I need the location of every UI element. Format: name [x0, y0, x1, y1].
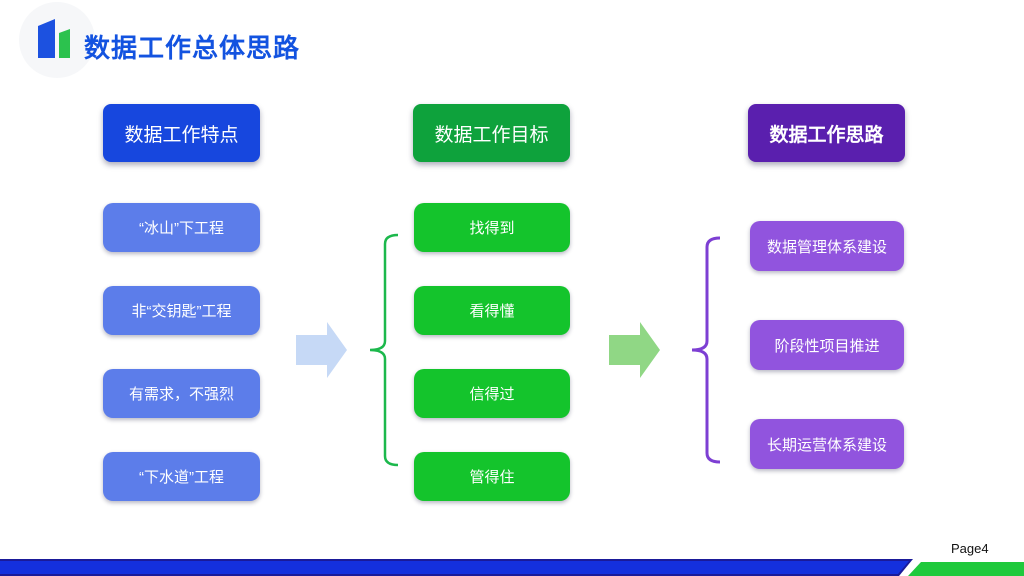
logo-halo	[19, 2, 95, 78]
column-header-approach: 数据工作思路	[748, 104, 905, 162]
approach-item-3: 长期运营体系建设	[750, 419, 904, 469]
approach-item-2: 阶段性项目推进	[750, 320, 904, 370]
feature-item-3: 有需求，不强烈	[103, 369, 260, 418]
feature-item-2: 非“交钥匙”工程	[103, 286, 260, 335]
footer-bar-blue	[0, 561, 909, 574]
feature-item-4: “下水道”工程	[103, 452, 260, 501]
slide-title: 数据工作总体思路	[84, 33, 301, 63]
left-curly-brace-icon	[369, 233, 399, 467]
bar-chart-logo-icon	[38, 19, 70, 58]
column-header-goals: 数据工作目标	[413, 104, 570, 162]
column-header-features: 数据工作特点	[103, 104, 260, 162]
footer-bar-green	[908, 562, 1024, 576]
right-arrow-icon	[296, 322, 347, 378]
goal-item-3: 信得过	[414, 369, 570, 418]
page-number: Page4	[951, 541, 989, 556]
goal-item-4: 管得住	[414, 452, 570, 501]
left-curly-brace-icon	[691, 236, 721, 464]
feature-item-1: “冰山”下工程	[103, 203, 260, 252]
goal-item-2: 看得懂	[414, 286, 570, 335]
goal-item-1: 找得到	[414, 203, 570, 252]
approach-item-1: 数据管理体系建设	[750, 221, 904, 271]
right-arrow-icon	[609, 322, 660, 378]
footer-decoration	[0, 559, 1024, 576]
